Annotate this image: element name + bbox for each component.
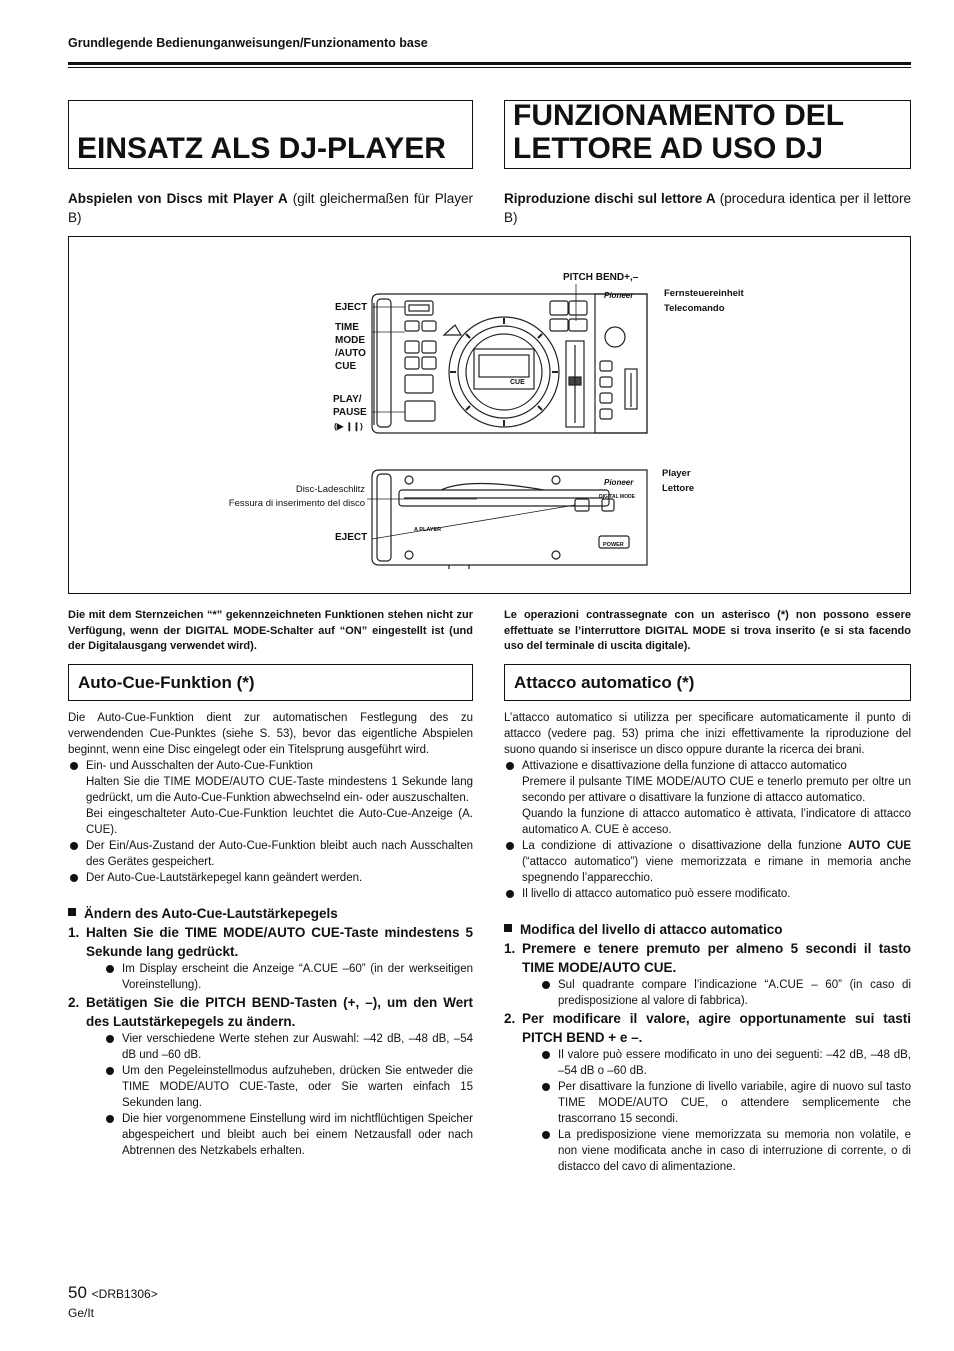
a-player-label: A PLAYER xyxy=(414,527,442,533)
step-it-1-bullet: Sul quadrante compare l’indicazione “A.C… xyxy=(540,977,911,1009)
device-illustration xyxy=(367,284,648,569)
time-mode-label-3: /AUTO xyxy=(335,348,366,359)
player-label-de: Player xyxy=(662,468,691,479)
section-title-de: Auto-Cue-Funktion (*) xyxy=(68,664,473,701)
play-pause-label-2: PAUSE xyxy=(333,407,367,418)
subheading-it: Modifica del livello di attacco automati… xyxy=(504,920,911,939)
time-mode-label-2: MODE xyxy=(335,335,365,346)
column-it: L’attacco automatico si utilizza per spe… xyxy=(504,710,911,1175)
digital-mode-label: DIGITAL MODE xyxy=(599,494,635,500)
step-it-2-bullet-1: Il valore può essere modificato in uno d… xyxy=(540,1047,911,1079)
step-de-2-bullet-2: Um den Pegeleinstellmodus aufzuheben, dr… xyxy=(104,1063,473,1111)
step-it-2-bullet-3: La predisposizione viene memorizzata su … xyxy=(540,1127,911,1175)
step-de-2: 2.Betätigen Sie die PITCH BEND-Tasten (+… xyxy=(68,995,473,1029)
header-rule xyxy=(68,62,911,65)
cue-button-label: CUE xyxy=(510,379,525,386)
disc-slot-label-de: Disc-Ladeschlitz xyxy=(295,484,365,495)
eject-label-bottom: EJECT xyxy=(335,532,368,543)
brand-top: Pioneer xyxy=(604,291,634,300)
step-de-2-bullet-1: Vier verschiedene Werte stehen zur Auswa… xyxy=(104,1031,473,1063)
page-number: 50 <DRB1306> xyxy=(68,1283,158,1302)
note-de: Die mit dem Sternzeichen “*” gekennzeich… xyxy=(68,609,473,652)
running-header: Grundlegende Bedienunganweisungen/Funzio… xyxy=(68,36,428,50)
brand-bottom: Pioneer xyxy=(604,478,634,487)
subheading-de: Ändern des Auto-Cue-Lautstärkepegels xyxy=(68,904,473,923)
play-pause-label-3: (▶ ❙❙) xyxy=(334,421,363,431)
note-it: Le operazioni contrassegnate con un aste… xyxy=(504,609,911,652)
intro-it: L’attacco automatico si utilizza per spe… xyxy=(504,712,911,756)
step-de-1-bullet: Im Display erscheint die Anzeige “A.CUE … xyxy=(104,961,473,993)
figure-frame: PITCH BEND+,– Fernsteuereinheit Telecoma… xyxy=(68,236,911,594)
time-mode-label-1: TIME xyxy=(335,322,359,333)
bullet-de-2: Der Ein/Aus-Zustand der Auto-Cue-Funktio… xyxy=(68,838,473,870)
step-de-1: 1.Halten Sie die TIME MODE/AUTO CUE-Tast… xyxy=(68,925,473,959)
bullet-it-3: Il livello di attacco automatico può ess… xyxy=(504,886,911,902)
remote-label-it: Telecomando xyxy=(664,303,725,314)
eject-label-top: EJECT xyxy=(335,302,368,313)
column-de: Die Auto-Cue-Funktion dient zur automati… xyxy=(68,710,473,1159)
bullet-de-3: Der Auto-Cue-Lautstärkepegel kann geände… xyxy=(68,870,473,886)
lead-it: Riproduzione dischi sul lettore A (proce… xyxy=(504,191,911,225)
lead-de: Abspielen von Discs mit Player A (gilt g… xyxy=(68,191,473,225)
step-it-1: 1.Premere e tenere premuto per almeno 5 … xyxy=(504,941,911,975)
bullet-it-2: La condizione di attivazione o disattiva… xyxy=(504,838,911,886)
control-unit-drawing xyxy=(371,293,648,434)
section-title-it: Attacco automatico (*) xyxy=(504,664,911,701)
disc-slot-label-it: Fessura di inserimento del disco xyxy=(228,498,365,509)
player-unit-drawing xyxy=(371,469,648,569)
page-language: Ge/It xyxy=(68,1306,95,1320)
step-it-2-bullet-2: Per disattivare la funzione di livello v… xyxy=(540,1079,911,1127)
step-it-2: 2.Per modificare il valore, agire opport… xyxy=(504,1011,911,1045)
player-label-it: Lettore xyxy=(662,483,695,494)
play-pause-label-1: PLAY/ xyxy=(333,394,362,405)
header-rule-thin xyxy=(68,67,911,68)
bullet-it-1: Attivazione e disattivazione della funzi… xyxy=(504,758,911,838)
pitch-bend-label: PITCH BEND+,– xyxy=(563,272,639,283)
power-label: POWER xyxy=(603,542,624,548)
bullet-de-1: Ein- und Ausschalten der Auto-Cue-Funkti… xyxy=(68,758,473,838)
step-de-2-bullet-3: Die hier vorgenommene Einstellung wird i… xyxy=(104,1111,473,1159)
intro-de: Die Auto-Cue-Funktion dient zur automati… xyxy=(68,712,473,756)
remote-label-de: Fernsteuereinheit xyxy=(664,288,744,299)
page-title-de: EINSATZ ALS DJ-PLAYER xyxy=(68,100,473,169)
time-mode-label-4: CUE xyxy=(335,361,357,372)
